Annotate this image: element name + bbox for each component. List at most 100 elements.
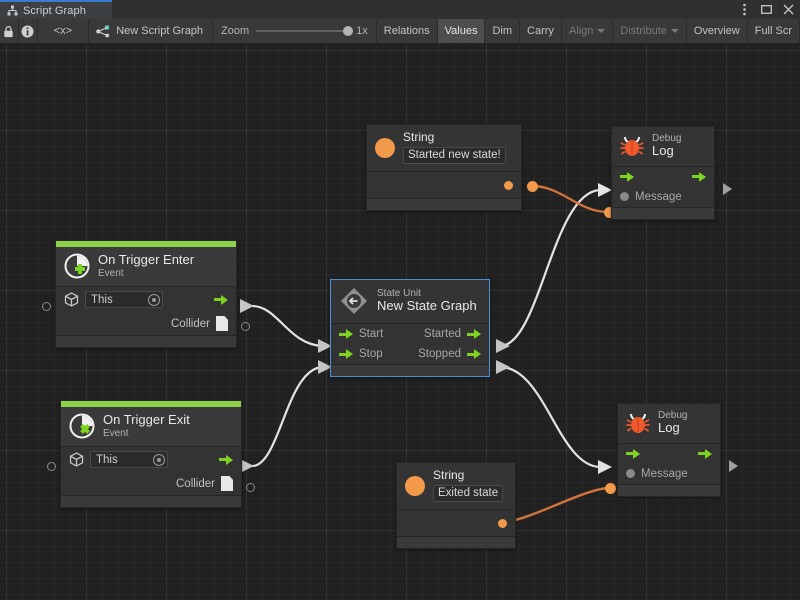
overview-button[interactable]: Overview [686, 19, 748, 43]
node-debug-log-top[interactable]: Debug Log Message [611, 126, 715, 220]
edge-stopped-source-arrow [496, 360, 510, 374]
log-bottom-flow-out-icon[interactable] [698, 448, 712, 459]
values-label: Values [444, 25, 478, 37]
log-top-flow-output-marker[interactable] [723, 183, 732, 195]
exit-body: This Collider [61, 447, 241, 495]
state-unit-stopped-out-icon[interactable] [467, 349, 481, 359]
state-unit-started-out-icon[interactable] [467, 329, 481, 339]
exit-flow-out-icon[interactable] [219, 454, 233, 465]
edge-string-top-to-message [531, 184, 609, 214]
edge-string-bottom-to-message [501, 486, 611, 524]
graph-toolbar: <x> New Script Graph Zoom 1x Relations V… [0, 19, 800, 44]
exit-footer [61, 495, 241, 507]
exit-header: On Trigger Exit Event [61, 407, 241, 447]
string-top-output-port[interactable] [527, 181, 538, 192]
enter-collider-output-port[interactable] [241, 322, 250, 331]
log-top-footer [612, 206, 714, 219]
log-top-flow-out-icon[interactable] [692, 171, 706, 182]
fullscreen-button[interactable]: Full Scr [747, 19, 800, 43]
edge-started-to-log-top [499, 188, 601, 348]
carry-button[interactable]: Carry [520, 19, 562, 43]
distribute-dropdown[interactable]: Distribute [613, 19, 687, 43]
state-unit-stop-in-icon[interactable] [339, 349, 353, 359]
object-picker-icon[interactable] [148, 293, 160, 306]
align-dropdown[interactable]: Align [561, 19, 614, 43]
enter-collider-label: Collider [171, 317, 210, 330]
log-bottom-flow-output-marker[interactable] [729, 460, 738, 472]
graph-edges [240, 183, 612, 524]
log-top-flow-in-icon[interactable] [620, 171, 634, 182]
node-string-bottom[interactable]: String Exited state [396, 462, 516, 550]
log-bottom-message-port[interactable] [605, 483, 616, 494]
node-state-unit[interactable]: State Unit New State Graph Start Started [330, 279, 490, 377]
state-unit-start-label: Start [359, 328, 384, 340]
state-unit-start-in-icon[interactable] [339, 329, 353, 339]
graph-node-icon [96, 25, 110, 37]
tab-label: Script Graph [23, 4, 86, 17]
bug-icon [626, 413, 650, 433]
node-string-top[interactable]: String Started new state! [366, 124, 522, 212]
distribute-label: Distribute [620, 25, 667, 37]
state-unit-body: Start Started Stop Stopped [331, 324, 489, 364]
enter-target-field[interactable]: This [85, 291, 163, 308]
event-plus-icon [64, 253, 90, 279]
event-accent-bar [61, 401, 241, 407]
state-unit-started-label: Started [423, 328, 461, 340]
exit-collider-output-port[interactable] [246, 483, 255, 492]
chevron-down-icon [597, 29, 606, 33]
overview-label: Overview [693, 25, 740, 37]
exit-target-input-port[interactable] [47, 462, 56, 471]
log-bottom-message-dot[interactable] [626, 469, 635, 479]
node-on-trigger-enter[interactable]: On Trigger Enter Event This [55, 240, 237, 348]
log-bottom-flow-in-icon[interactable] [626, 448, 640, 459]
gameobject-cube-icon [64, 292, 79, 307]
dim-button[interactable]: Dim [485, 19, 521, 43]
log-top-body: Message [612, 166, 714, 207]
node-on-trigger-exit[interactable]: On Trigger Exit Event This [60, 400, 242, 508]
relations-button[interactable]: Relations [376, 19, 438, 43]
log-top-message-dot[interactable] [620, 192, 629, 202]
lock-button[interactable] [0, 19, 19, 43]
string-top-value-field[interactable]: Started new state! [403, 147, 506, 165]
edge-started-target-arrow [598, 183, 612, 197]
enter-flow-out-icon[interactable] [214, 294, 228, 305]
gameobject-cube-icon [69, 452, 84, 467]
node-debug-log-bottom[interactable]: Debug Log Message [617, 403, 721, 497]
log-top-message-port[interactable] [604, 207, 615, 218]
string-bottom-value-out[interactable] [498, 518, 507, 528]
info-button[interactable] [18, 19, 38, 43]
object-picker-icon[interactable] [153, 453, 165, 466]
close-icon[interactable] [782, 4, 794, 16]
more-options-icon[interactable] [738, 3, 750, 16]
zoom-slider-knob[interactable] [343, 26, 354, 36]
window-controls [738, 0, 794, 19]
edge-exit-target-arrow [318, 360, 332, 374]
zoom-slider[interactable] [256, 26, 354, 36]
code-toggle-label: <x> [53, 25, 73, 37]
edge-exit-source-arrow [240, 459, 254, 473]
maximize-icon[interactable] [760, 4, 772, 16]
log-bottom-body: Message [618, 443, 720, 484]
edge-started-source-arrow [496, 339, 510, 353]
graph-name-field[interactable]: New Script Graph [89, 19, 214, 43]
exit-collider-label: Collider [176, 477, 215, 490]
collider-doc-icon [216, 316, 228, 331]
string-bottom-footer [397, 536, 515, 549]
chevron-down-icon [670, 29, 679, 33]
values-button[interactable]: Values [437, 19, 486, 43]
string-top-header: String Started new state! [367, 125, 521, 173]
edge-enter-source-arrow [240, 299, 254, 313]
exit-target-field[interactable]: This [90, 451, 168, 468]
string-bottom-value-field[interactable]: Exited state [433, 485, 504, 503]
tab-script-graph[interactable]: Script Graph [0, 0, 112, 19]
code-toggle-button[interactable]: <x> [37, 19, 90, 43]
enter-target-input-port[interactable] [42, 302, 51, 311]
graph-canvas[interactable]: String Started new state! [0, 44, 800, 600]
log-bottom-footer [618, 483, 720, 496]
string-dot-icon [375, 137, 395, 158]
graph-name-label: New Script Graph [116, 25, 204, 37]
string-top-value-out[interactable] [504, 180, 513, 190]
exit-title: On Trigger Exit [103, 412, 190, 428]
zoom-control[interactable]: Zoom 1x [213, 19, 377, 43]
zoom-label: Zoom [221, 25, 250, 37]
